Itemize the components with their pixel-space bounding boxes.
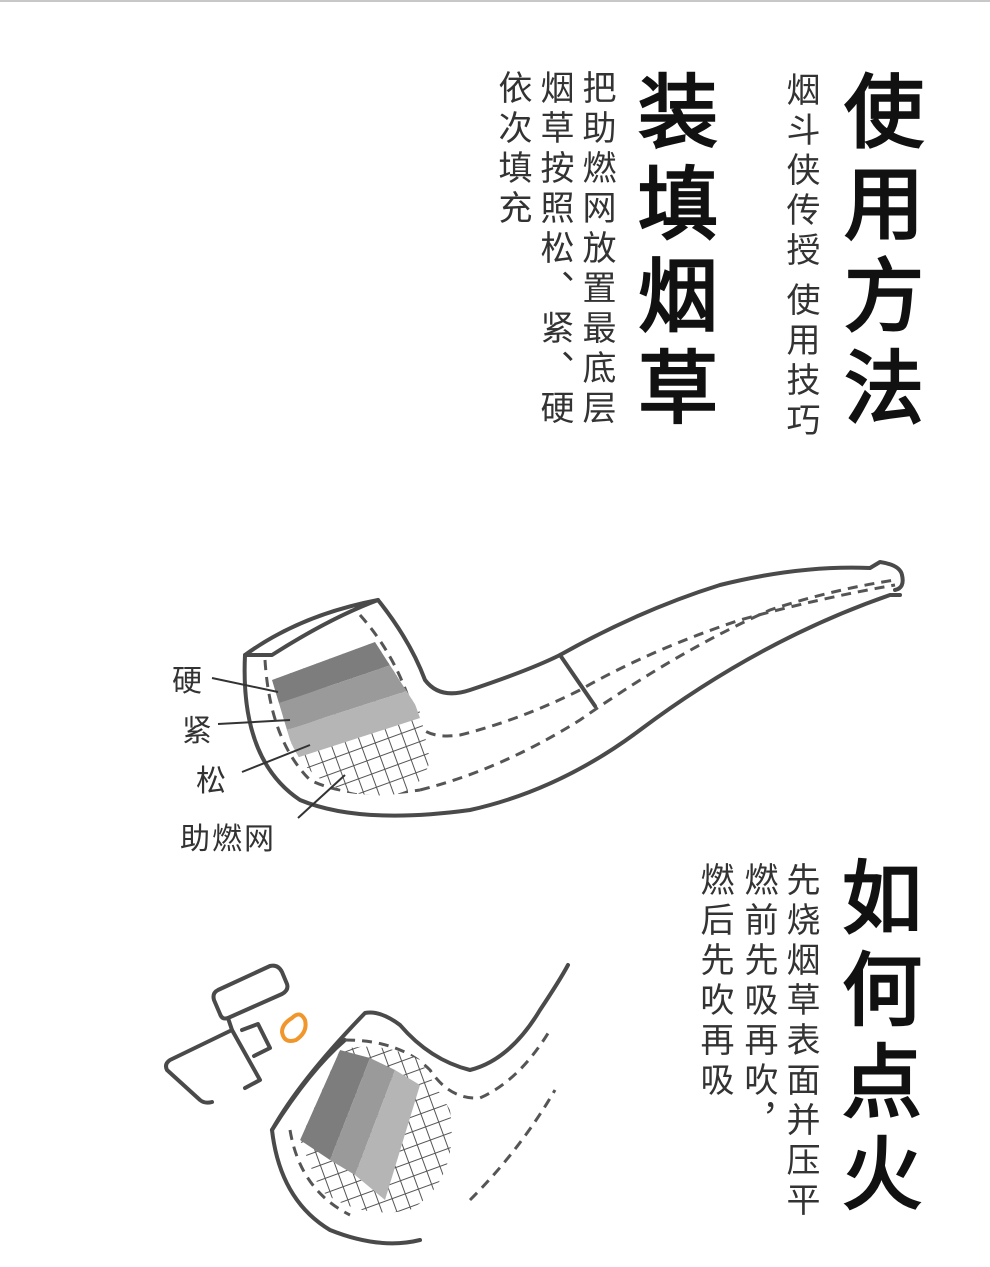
- layer-hard: [272, 642, 400, 706]
- top-border: [0, 0, 990, 2]
- flame-icon: [279, 1012, 308, 1043]
- pipe-outline-1: [242, 560, 905, 818]
- label-hard: 硬: [172, 664, 202, 699]
- label-mesh: 助燃网: [180, 822, 276, 857]
- pipe-outline-2: [270, 963, 570, 1246]
- layer-tight: [272, 662, 410, 732]
- usage-subtitle-2: 使用技巧: [780, 282, 820, 442]
- filling-desc-1: 把助燃网放置最底层: [576, 70, 616, 430]
- lighting-desc-3: 燃后先吹再吸: [694, 862, 734, 1102]
- filling-title: 装填烟草: [625, 70, 719, 438]
- usage-subtitle-1: 烟斗侠传授: [780, 72, 820, 272]
- pipe-inner-dashes-1: [263, 578, 896, 795]
- label-tight: 紧: [182, 714, 212, 749]
- filling-desc-2: 烟草按照松、紧、硬: [534, 70, 574, 430]
- usage-title: 使用方法: [831, 70, 925, 438]
- lighting-desc-2: 燃前先吸再吹，: [738, 862, 778, 1142]
- lighter-icon: [164, 963, 290, 1105]
- lighting-title: 如何点火: [829, 856, 923, 1224]
- lighting-desc-1: 先烧烟草表面并压平: [780, 862, 820, 1222]
- label-loose: 松: [196, 764, 226, 799]
- layer-loose: [280, 690, 420, 760]
- filling-desc-3: 依次填充: [492, 70, 532, 230]
